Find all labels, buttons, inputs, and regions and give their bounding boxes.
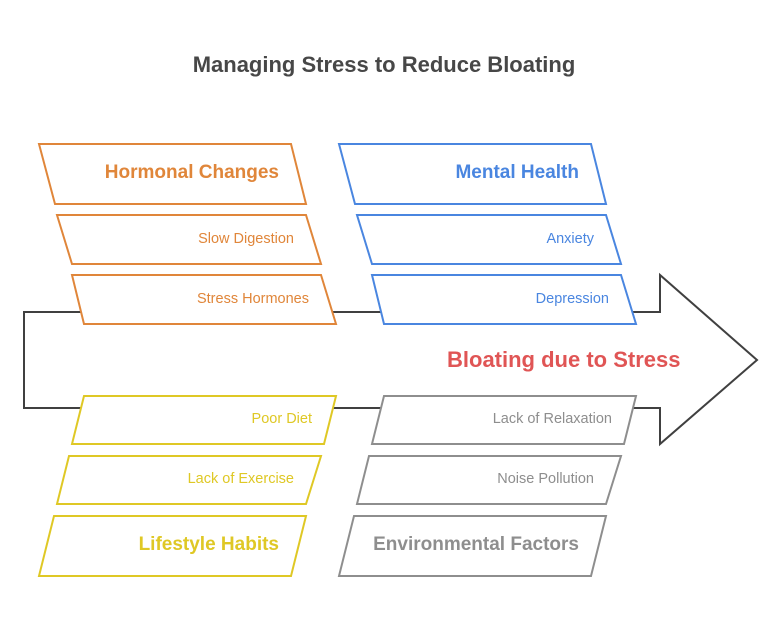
cause-label: Lack of Relaxation [492,411,612,427]
cause-label: Lack of Exercise [187,471,294,487]
category-box-lifestyle [37,515,308,577]
cause-box-hormonal-1 [55,214,323,265]
category-label-mental: Mental Health [455,162,579,184]
category-box-hormonal [37,143,308,205]
cause-box-environmental-0 [370,395,638,445]
cause-box-lifestyle-0 [70,395,338,445]
diagram-title: Managing Stress to Reduce Bloating [192,52,576,77]
cause-label: Stress Hormones [196,290,309,307]
cause-box-lifestyle-1 [55,455,323,505]
cause-label: Noise Pollution [497,471,594,487]
cause-box-mental-1 [355,214,623,265]
category-box-mental [337,143,608,205]
category-label-environmental: Environmental Factors [373,534,579,556]
cause-box-hormonal-2 [70,274,338,325]
cause-label: Depression [535,290,609,307]
cause-box-mental-2 [370,274,638,325]
category-box-environmental [337,515,608,577]
cause-box-environmental-1 [355,455,623,505]
cause-label: Poor Diet [251,411,312,427]
category-label-lifestyle: Lifestyle Habits [138,534,279,556]
effect-label: Bloating due to Stress [447,347,681,372]
category-label-hormonal: Hormonal Changes [104,162,279,184]
cause-label: Slow Digestion [198,230,294,247]
cause-label: Anxiety [546,230,594,247]
